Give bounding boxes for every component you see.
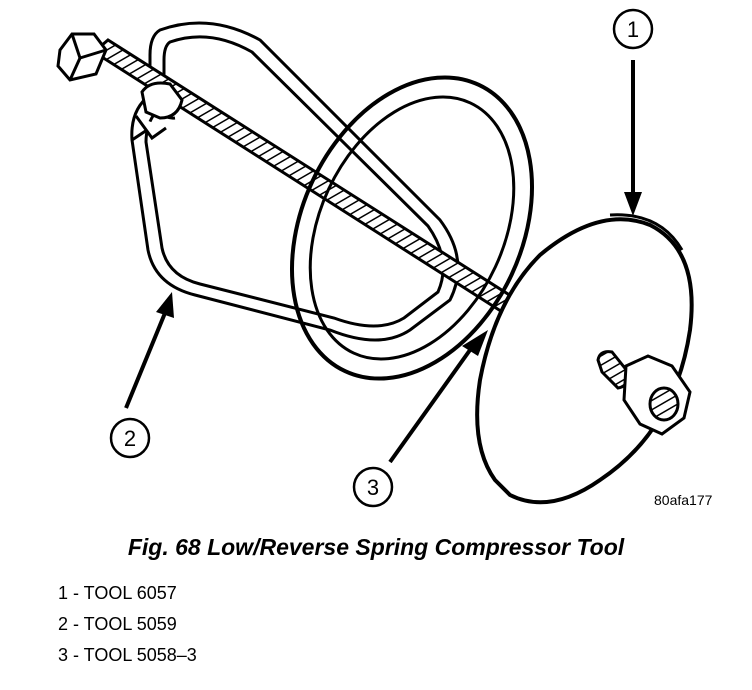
disc-plate bbox=[475, 213, 694, 505]
callout-2: 2 bbox=[109, 292, 174, 459]
rod-collar bbox=[134, 81, 184, 141]
legend-list: 1 - TOOL 6057 2 - TOOL 5059 3 - TOOL 505… bbox=[58, 581, 197, 674]
callout-3: 3 bbox=[352, 330, 488, 508]
figure-caption: Fig. 68 Low/Reverse Spring Compressor To… bbox=[127, 534, 625, 560]
compressor-ring bbox=[290, 75, 534, 381]
legend-item: 2 - TOOL 5059 bbox=[58, 614, 177, 634]
callout-1: 1 bbox=[612, 8, 654, 216]
callout-1-label: 1 bbox=[627, 17, 639, 42]
callout-2-label: 2 bbox=[124, 426, 136, 451]
hex-nut-left bbox=[56, 32, 108, 82]
figure-reference-code: 80afa177 bbox=[654, 492, 713, 508]
compressor-tool-illustration: 1 2 3 bbox=[56, 8, 694, 508]
hex-nut-disc bbox=[596, 350, 692, 436]
legend-item: 3 - TOOL 5058–3 bbox=[58, 645, 197, 665]
legend-item: 1 - TOOL 6057 bbox=[58, 583, 177, 603]
callout-3-label: 3 bbox=[367, 475, 379, 500]
